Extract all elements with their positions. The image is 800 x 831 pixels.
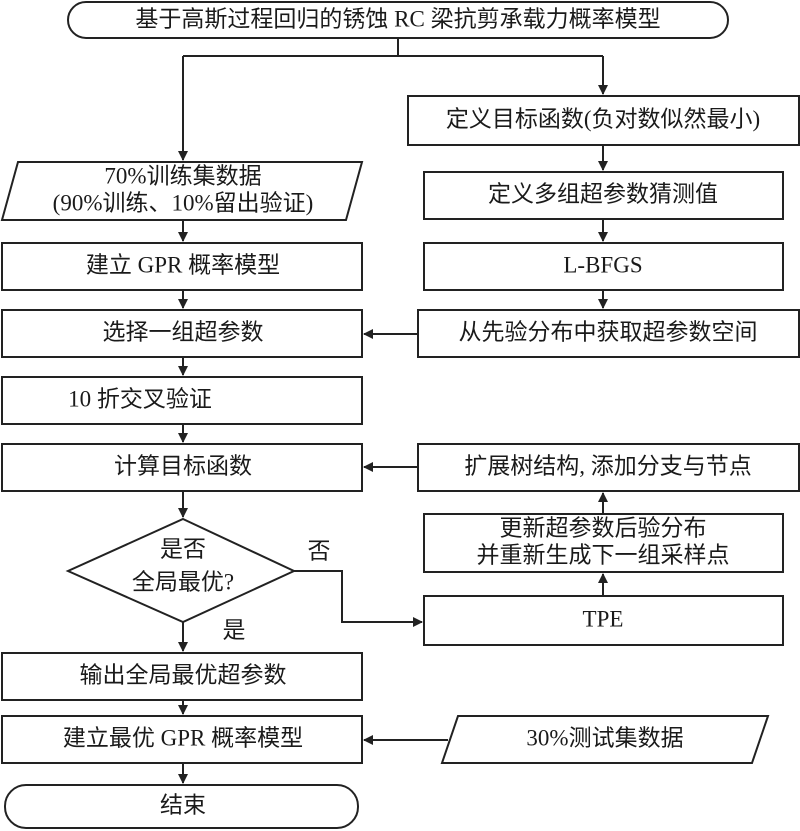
- select-hyperparams-box: 选择一组超参数: [1, 309, 363, 358]
- box-label: 输出全局最优超参数: [80, 662, 287, 687]
- yes-label: 是: [223, 617, 246, 642]
- box-label: L-BFGS: [563, 252, 642, 277]
- prior-space-box: 从先验分布中获取超参数空间: [417, 309, 800, 358]
- define-objective-box: 定义目标函数(负对数似然最小): [407, 95, 800, 146]
- connectors: [178, 38, 608, 784]
- box-label: 10 折交叉验证: [68, 386, 212, 411]
- box-label: 计算目标函数: [114, 453, 252, 478]
- title-text: 基于高斯过程回归的锈蚀 RC 梁抗剪承载力概率模型: [135, 6, 660, 31]
- define-guesses-box: 定义多组超参数猜测值: [423, 171, 784, 220]
- update-posterior-box: 更新超参数后验分布 并重新生成下一组采样点: [423, 513, 784, 573]
- box-label: 扩展树结构, 添加分支与节点: [464, 453, 752, 478]
- box-label: 30%测试集数据: [526, 725, 683, 750]
- expand-tree-box: 扩展树结构, 添加分支与节点: [417, 443, 800, 492]
- box-label: 定义多组超参数猜测值: [488, 181, 718, 206]
- build-best-gpr-box: 建立最优 GPR 概率模型: [1, 715, 363, 764]
- decision-label: 是否: [160, 536, 206, 561]
- arrow-no-branch: [294, 570, 423, 627]
- box-label: 定义目标函数(负对数似然最小): [446, 106, 760, 131]
- box-label: 建立 GPR 概率模型: [86, 252, 280, 277]
- decision-label: 全局最优?: [132, 569, 234, 594]
- test-data-parallelogram: 30%测试集数据: [440, 715, 770, 764]
- box-label: TPE: [583, 606, 624, 631]
- box-label: 建立最优 GPR 概率模型: [63, 725, 303, 750]
- box-label: 结束: [160, 792, 206, 817]
- tpe-box: TPE: [423, 595, 784, 646]
- global-optimum-decision: 是否 全局最优?: [65, 517, 297, 624]
- box-label: (90%训练、10%留出验证): [53, 190, 314, 215]
- end-terminal: 结束: [4, 784, 359, 829]
- split-line: [183, 38, 603, 57]
- output-best-box: 输出全局最优超参数: [1, 652, 363, 701]
- box-label: 选择一组超参数: [103, 319, 264, 344]
- build-gpr-box: 建立 GPR 概率模型: [1, 242, 363, 291]
- cross-validation-box: 10 折交叉验证: [1, 376, 363, 425]
- box-label: 从先验分布中获取超参数空间: [459, 319, 758, 344]
- box-label: 70%训练集数据: [104, 163, 261, 188]
- compute-objective-box: 计算目标函数: [1, 443, 363, 492]
- box-label: 并重新生成下一组采样点: [477, 542, 730, 567]
- start-terminal: 基于高斯过程回归的锈蚀 RC 梁抗剪承载力概率模型: [67, 1, 729, 39]
- box-label: 更新超参数后验分布: [500, 515, 707, 540]
- train-data-parallelogram: 70%训练集数据 (90%训练、10%留出验证): [0, 161, 364, 221]
- lbfgs-box: L-BFGS: [423, 242, 784, 291]
- no-label: 否: [308, 538, 331, 563]
